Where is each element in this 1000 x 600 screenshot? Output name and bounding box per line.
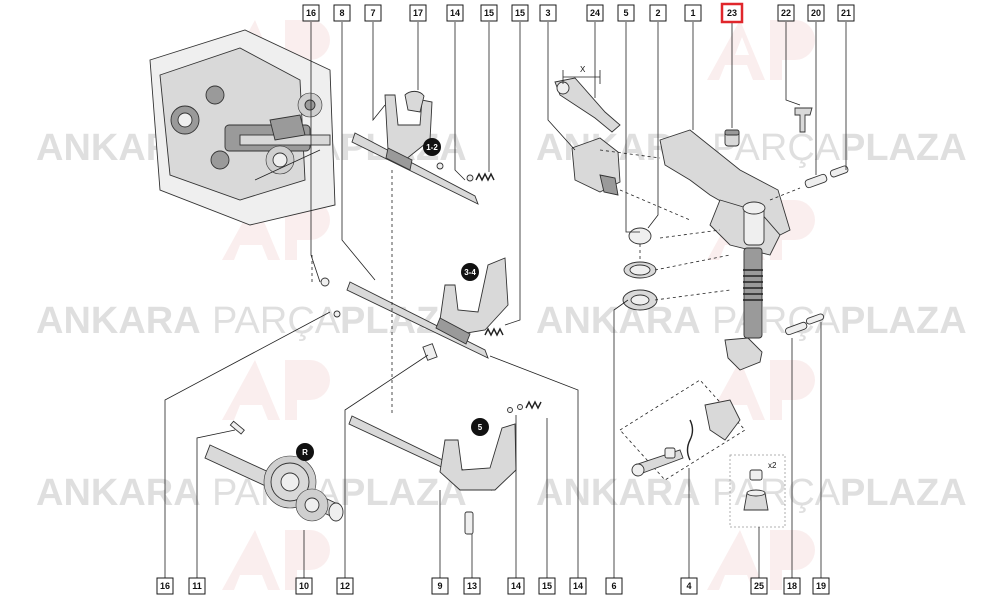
reverse-gear-assembly bbox=[204, 420, 344, 522]
svg-text:12: 12 bbox=[340, 581, 350, 591]
svg-text:ANKARA: ANKARA bbox=[36, 300, 201, 342]
svg-text:7: 7 bbox=[370, 8, 375, 18]
svg-text:PARÇA: PARÇA bbox=[712, 300, 841, 342]
callout-22-top[interactable]: 22 bbox=[777, 4, 795, 22]
callout-18-bottom[interactable]: 18 bbox=[783, 577, 801, 595]
detail-group-25 bbox=[729, 454, 786, 528]
fork-1-2-assembly bbox=[351, 90, 495, 205]
fork-3-4-assembly bbox=[320, 257, 509, 361]
svg-text:15: 15 bbox=[484, 8, 494, 18]
callout-9-bottom[interactable]: 9 bbox=[431, 577, 449, 595]
svg-text:9: 9 bbox=[437, 581, 442, 591]
svg-text:ANKARA: ANKARA bbox=[536, 472, 701, 514]
bottom-callouts: 16 11 10 12 9 13 14 15 14 6 4 25 18 19 bbox=[156, 577, 830, 595]
svg-text:5: 5 bbox=[623, 8, 628, 18]
svg-text:2: 2 bbox=[655, 8, 660, 18]
top-callouts: 16 8 7 17 14 15 15 3 24 5 2 1 23 22 20 2… bbox=[302, 2, 855, 24]
gear-badge-5: 5 bbox=[471, 418, 489, 436]
svg-text:5: 5 bbox=[478, 423, 483, 432]
svg-text:13: 13 bbox=[467, 581, 477, 591]
gearbox-housing bbox=[149, 29, 336, 226]
svg-text:18: 18 bbox=[787, 581, 797, 591]
callout-5-top[interactable]: 5 bbox=[617, 4, 635, 22]
leader-lines bbox=[164, 22, 847, 578]
svg-text:21: 21 bbox=[841, 8, 851, 18]
detail-group-4 bbox=[619, 379, 746, 481]
callout-2-top[interactable]: 2 bbox=[649, 4, 667, 22]
svg-text:3-4: 3-4 bbox=[464, 268, 476, 277]
callout-8-top[interactable]: 8 bbox=[333, 4, 351, 22]
callout-11-bottom[interactable]: 11 bbox=[188, 577, 206, 595]
quantity-label: x2 bbox=[768, 461, 777, 470]
svg-text:16: 16 bbox=[306, 8, 316, 18]
svg-text:20: 20 bbox=[811, 8, 821, 18]
svg-text:22: 22 bbox=[781, 8, 791, 18]
svg-text:15: 15 bbox=[515, 8, 525, 18]
gear-badge-r: R bbox=[296, 443, 314, 461]
svg-text:ANKARA: ANKARA bbox=[536, 300, 701, 342]
callout-13-bottom[interactable]: 13 bbox=[463, 577, 481, 595]
callout-4-bottom[interactable]: 4 bbox=[680, 577, 698, 595]
watermark-row-2: ANKARA PARÇA PLAZA ANKARA PARÇA PLAZA bbox=[36, 300, 967, 342]
callout-21-top[interactable]: 21 bbox=[837, 4, 855, 22]
svg-text:17: 17 bbox=[413, 8, 423, 18]
svg-text:16: 16 bbox=[160, 581, 170, 591]
dimension-label: X bbox=[580, 65, 586, 74]
callout-7-top[interactable]: 7 bbox=[364, 4, 382, 22]
svg-text:14: 14 bbox=[573, 581, 583, 591]
dashed-assembly-lines bbox=[311, 149, 801, 415]
svg-text:24: 24 bbox=[590, 8, 600, 18]
svg-text:PLAZA: PLAZA bbox=[840, 472, 967, 514]
svg-text:19: 19 bbox=[816, 581, 826, 591]
svg-text:25: 25 bbox=[754, 581, 764, 591]
svg-text:ANKARA: ANKARA bbox=[36, 472, 201, 514]
callout-19-bottom[interactable]: 19 bbox=[812, 577, 830, 595]
svg-text:8: 8 bbox=[339, 8, 344, 18]
callout-16-top[interactable]: 16 bbox=[302, 4, 320, 22]
callout-24-top[interactable]: 24 bbox=[586, 4, 604, 22]
svg-text:R: R bbox=[302, 448, 308, 457]
svg-text:11: 11 bbox=[192, 581, 202, 591]
callout-12-bottom[interactable]: 12 bbox=[336, 577, 354, 595]
svg-text:4: 4 bbox=[686, 581, 691, 591]
svg-text:6: 6 bbox=[611, 581, 616, 591]
callout-16-bottom[interactable]: 16 bbox=[156, 577, 174, 595]
svg-text:1-2: 1-2 bbox=[426, 143, 438, 152]
callout-15-top-b[interactable]: 15 bbox=[511, 4, 529, 22]
svg-text:15: 15 bbox=[542, 581, 552, 591]
callout-15-bottom[interactable]: 15 bbox=[538, 577, 556, 595]
callout-3-top[interactable]: 3 bbox=[539, 4, 557, 22]
callout-14-top[interactable]: 14 bbox=[446, 4, 464, 22]
svg-text:14: 14 bbox=[450, 8, 460, 18]
svg-text:PLAZA: PLAZA bbox=[840, 127, 967, 169]
gear-badge-3-4: 3-4 bbox=[461, 263, 479, 281]
svg-text:PARÇA: PARÇA bbox=[712, 472, 841, 514]
svg-text:23: 23 bbox=[727, 8, 737, 18]
svg-text:10: 10 bbox=[299, 581, 309, 591]
svg-text:14: 14 bbox=[511, 581, 521, 591]
selector-linkage bbox=[554, 77, 849, 371]
callout-10-bottom[interactable]: 10 bbox=[295, 577, 313, 595]
callout-15-top-a[interactable]: 15 bbox=[480, 4, 498, 22]
svg-text:3: 3 bbox=[545, 8, 550, 18]
svg-text:PARÇA: PARÇA bbox=[212, 300, 341, 342]
fork-5-assembly bbox=[348, 400, 542, 535]
callout-14-bottom-b[interactable]: 14 bbox=[569, 577, 587, 595]
callout-14-bottom-a[interactable]: 14 bbox=[507, 577, 525, 595]
dimension-marker: X bbox=[562, 65, 601, 84]
svg-text:PLAZA: PLAZA bbox=[340, 472, 467, 514]
callout-25-bottom[interactable]: 25 bbox=[750, 577, 768, 595]
callout-6-bottom[interactable]: 6 bbox=[605, 577, 623, 595]
svg-text:PLAZA: PLAZA bbox=[840, 300, 967, 342]
svg-text:1: 1 bbox=[690, 8, 695, 18]
gear-badge-1-2: 1-2 bbox=[423, 138, 441, 156]
callout-20-top[interactable]: 20 bbox=[807, 4, 825, 22]
callout-23-top-highlighted[interactable]: 23 bbox=[720, 2, 744, 24]
callout-1-top[interactable]: 1 bbox=[684, 4, 702, 22]
callout-17-top[interactable]: 17 bbox=[409, 4, 427, 22]
